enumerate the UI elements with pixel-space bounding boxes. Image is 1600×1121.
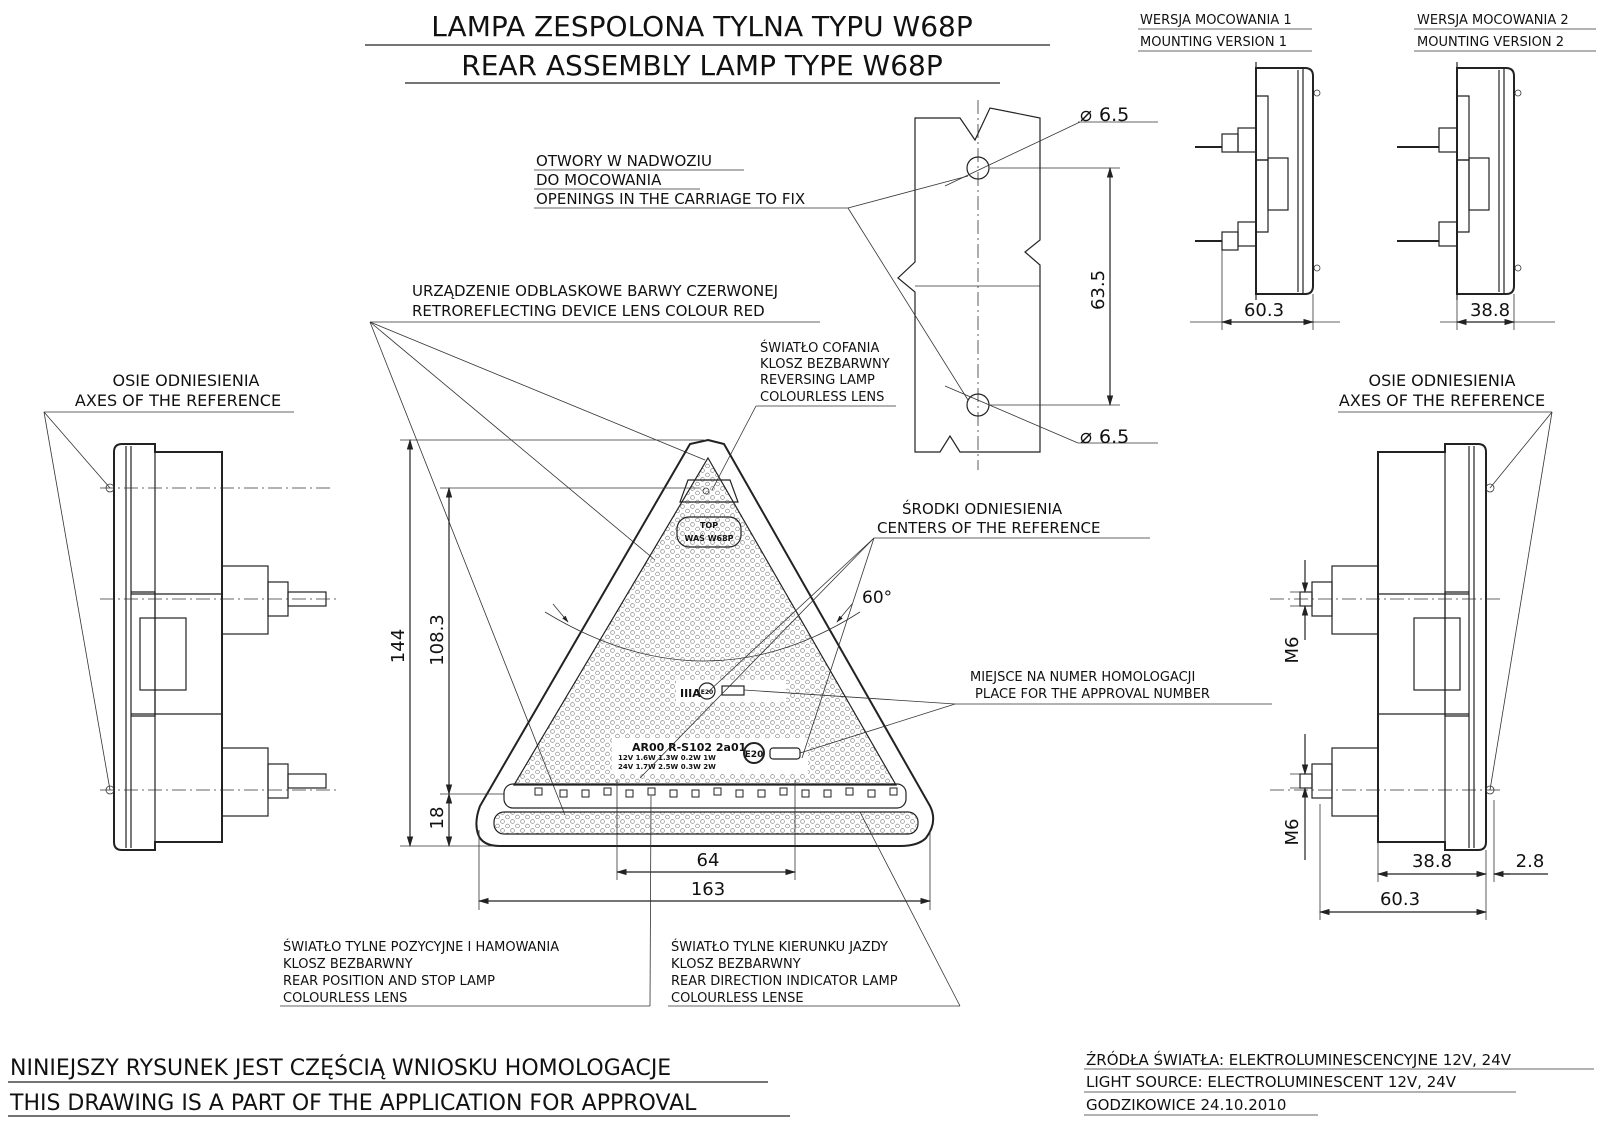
centers-line-2: CENTERS OF THE REFERENCE bbox=[877, 519, 1101, 537]
footer-right-line-3: GODZIKOWICE 24.10.2010 bbox=[1086, 1096, 1286, 1114]
mounting-version-2-en: MOUNTING VERSION 2 bbox=[1417, 35, 1564, 50]
axes-right-line-2: AXES OF THE REFERENCE bbox=[1339, 391, 1545, 410]
mounting-version-2-pl: WERSJA MOCOWANIA 2 bbox=[1417, 13, 1569, 28]
dim-height-strip: 18 bbox=[427, 807, 448, 830]
openings-line-2: DO MOCOWANIA bbox=[536, 171, 662, 189]
dim-height-total: 144 bbox=[388, 629, 409, 663]
dim-height-reflector: 108.3 bbox=[427, 614, 448, 666]
footer-left-line-1: NINIEJSZY RYSUNEK JEST CZĘŚCIĄ WNIOSKU H… bbox=[10, 1055, 671, 1081]
footer-right-line-1: ŹRÓDŁA ŚWIATŁA: ELEKTROLUMINESCENCYJNE 1… bbox=[1086, 1050, 1512, 1069]
centers-line-1: ŚRODKI ODNIESIENIA bbox=[902, 499, 1063, 518]
retroreflector-label: URZĄDZENIE ODBLASKOWE BARWY CZERWONEJ RE… bbox=[369, 282, 820, 816]
right-side-view: OSIE ODNIESIENIA AXES OF THE REFERENCE M… bbox=[1270, 371, 1553, 920]
top-tag-line-1: TOP bbox=[700, 521, 718, 530]
direction-indicator-label: ŚWIATŁO TYLNE KIERUNKU JAZDY KLOSZ BEZBA… bbox=[668, 811, 961, 1007]
led-row bbox=[534, 787, 898, 798]
dim-hole-top: 6.5 bbox=[1099, 104, 1129, 126]
reversing-line-2: KLOSZ BEZBARWNY bbox=[760, 357, 890, 372]
footer-right: ŹRÓDŁA ŚWIATŁA: ELEKTROLUMINESCENCYJNE 1… bbox=[1084, 1050, 1594, 1116]
rear-position-line-4: COLOURLESS LENS bbox=[283, 991, 407, 1006]
reversing-line-4: COLOURLESS LENS bbox=[760, 390, 884, 405]
openings-line-1: OTWORY W NADWOZIU bbox=[536, 152, 712, 170]
rear-position-line-1: ŚWIATŁO TYLNE POZYCYJNE I HAMOWANIA bbox=[283, 939, 559, 955]
mounting-version-1-pl: WERSJA MOCOWANIA 1 bbox=[1140, 13, 1292, 28]
reversing-lamp-label: ŚWIATŁO COFANIA KLOSZ BEZBARWNY REVERSIN… bbox=[711, 340, 896, 491]
dim-width-inner: 64 bbox=[697, 850, 720, 871]
title-block: LAMPA ZESPOLONA TYLNA TYPU W68P REAR ASS… bbox=[365, 10, 1050, 84]
diameter-symbol-bottom-icon: ⌀ bbox=[1080, 424, 1092, 448]
top-tag-line-2: WAŚ W68P bbox=[684, 532, 733, 543]
class-mark: IIIA bbox=[680, 687, 701, 700]
mounting-version-1-view: 60.3 bbox=[1190, 62, 1340, 330]
carriage-openings-detail: ⌀ 6.5 ⌀ 6.5 63.5 bbox=[897, 100, 1158, 470]
reversing-line-3: REVERSING LAMP bbox=[760, 373, 875, 388]
rear-position-line-3: REAR POSITION AND STOP LAMP bbox=[283, 974, 495, 989]
direction-line-4: COLOURLESS LENSE bbox=[671, 991, 804, 1006]
dim-hole-bottom: 6.5 bbox=[1099, 426, 1129, 448]
footer-right-line-2: LIGHT SOURCE: ELECTROLUMINESCENT 12V, 24… bbox=[1086, 1073, 1457, 1091]
left-side-view: OSIE ODNIESIENIA AXES OF THE REFERENCE bbox=[43, 371, 340, 851]
dim-offset-right: 2.8 bbox=[1516, 851, 1545, 872]
v12-line: 12V 1.6W 1.3W 0.2W 1W bbox=[618, 754, 716, 762]
openings-label: OTWORY W NADWOZIU DO MOCOWANIA OPENINGS … bbox=[534, 152, 969, 401]
dim-thread-2: M6 bbox=[1282, 819, 1303, 846]
front-view-horizontal-dimensions: 64 163 bbox=[477, 780, 932, 910]
approval-place-line-2: PLACE FOR THE APPROVAL NUMBER bbox=[975, 687, 1210, 702]
footer-left-line-2: THIS DRAWING IS A PART OF THE APPLICATIO… bbox=[9, 1091, 697, 1116]
direction-line-3: REAR DIRECTION INDICATOR LAMP bbox=[671, 974, 898, 989]
mounting-version-2-view: 38.8 bbox=[1397, 62, 1555, 330]
dim-mounting-2: 38.8 bbox=[1470, 300, 1510, 321]
dim-thread-1: M6 bbox=[1282, 637, 1303, 664]
approval-place-label: MIEJSCE NA NUMER HOMOLOGACJI PLACE FOR T… bbox=[743, 670, 1272, 754]
rear-position-label: ŚWIATŁO TYLNE POZYCYJNE I HAMOWANIA KLOS… bbox=[280, 795, 652, 1007]
axes-left-line-1: OSIE ODNIESIENIA bbox=[113, 371, 260, 390]
diameter-symbol-top-icon: ⌀ bbox=[1080, 102, 1092, 126]
direction-line-1: ŚWIATŁO TYLNE KIERUNKU JAZDY bbox=[671, 939, 888, 955]
title-en: REAR ASSEMBLY LAMP TYPE W68P bbox=[461, 49, 943, 82]
centers-label: ŚRODKI ODNIESIENIA CENTERS OF THE REFERE… bbox=[639, 499, 1150, 779]
mounting-version-1-header: WERSJA MOCOWANIA 1 MOUNTING VERSION 1 bbox=[1138, 13, 1312, 52]
retroreflector-line-2: RETROREFLECTING DEVICE LENS COLOUR RED bbox=[412, 302, 765, 320]
dim-depth-total-right: 60.3 bbox=[1380, 889, 1420, 910]
title-pl: LAMPA ZESPOLONA TYLNA TYPU W68P bbox=[431, 10, 972, 43]
rear-position-line-2: KLOSZ BEZBARWNY bbox=[283, 957, 413, 972]
retroreflector-line-1: URZĄDZENIE ODBLASKOWE BARWY CZERWONEJ bbox=[412, 282, 778, 300]
e-mark-small-icon: E20 bbox=[701, 689, 713, 696]
mounting-version-2-header: WERSJA MOCOWANIA 2 MOUNTING VERSION 2 bbox=[1414, 13, 1596, 52]
e-mark: E20 bbox=[745, 750, 764, 760]
front-view-vertical-dimensions: 144 108.3 18 bbox=[388, 438, 704, 848]
approval-place-line-1: MIEJSCE NA NUMER HOMOLOGACJI bbox=[970, 670, 1195, 685]
dim-angle: 60° bbox=[862, 588, 892, 608]
dim-mounting-1: 60.3 bbox=[1244, 300, 1284, 321]
mounting-version-1-en: MOUNTING VERSION 1 bbox=[1140, 35, 1287, 50]
axes-left-line-2: AXES OF THE REFERENCE bbox=[75, 391, 281, 410]
dim-width-total: 163 bbox=[691, 879, 725, 900]
front-view-lamp: TOP WAŚ W68P IIIA E20 AR00 R-S102 2a01 1… bbox=[475, 438, 935, 847]
codes-line: AR00 R-S102 2a01 bbox=[632, 741, 746, 754]
openings-line-3: OPENINGS IN THE CARRIAGE TO FIX bbox=[536, 190, 805, 208]
axes-right-line-1: OSIE ODNIESIENIA bbox=[1369, 371, 1516, 390]
reversing-line-1: ŚWIATŁO COFANIA bbox=[760, 340, 879, 356]
direction-line-2: KLOSZ BEZBARWNY bbox=[671, 957, 801, 972]
footer-left: NINIEJSZY RYSUNEK JEST CZĘŚCIĄ WNIOSKU H… bbox=[8, 1055, 790, 1117]
dim-depth-right: 38.8 bbox=[1412, 851, 1452, 872]
v24-line: 24V 1.7W 2.5W 0.3W 2W bbox=[618, 763, 716, 771]
dim-hole-spacing: 63.5 bbox=[1088, 270, 1109, 310]
